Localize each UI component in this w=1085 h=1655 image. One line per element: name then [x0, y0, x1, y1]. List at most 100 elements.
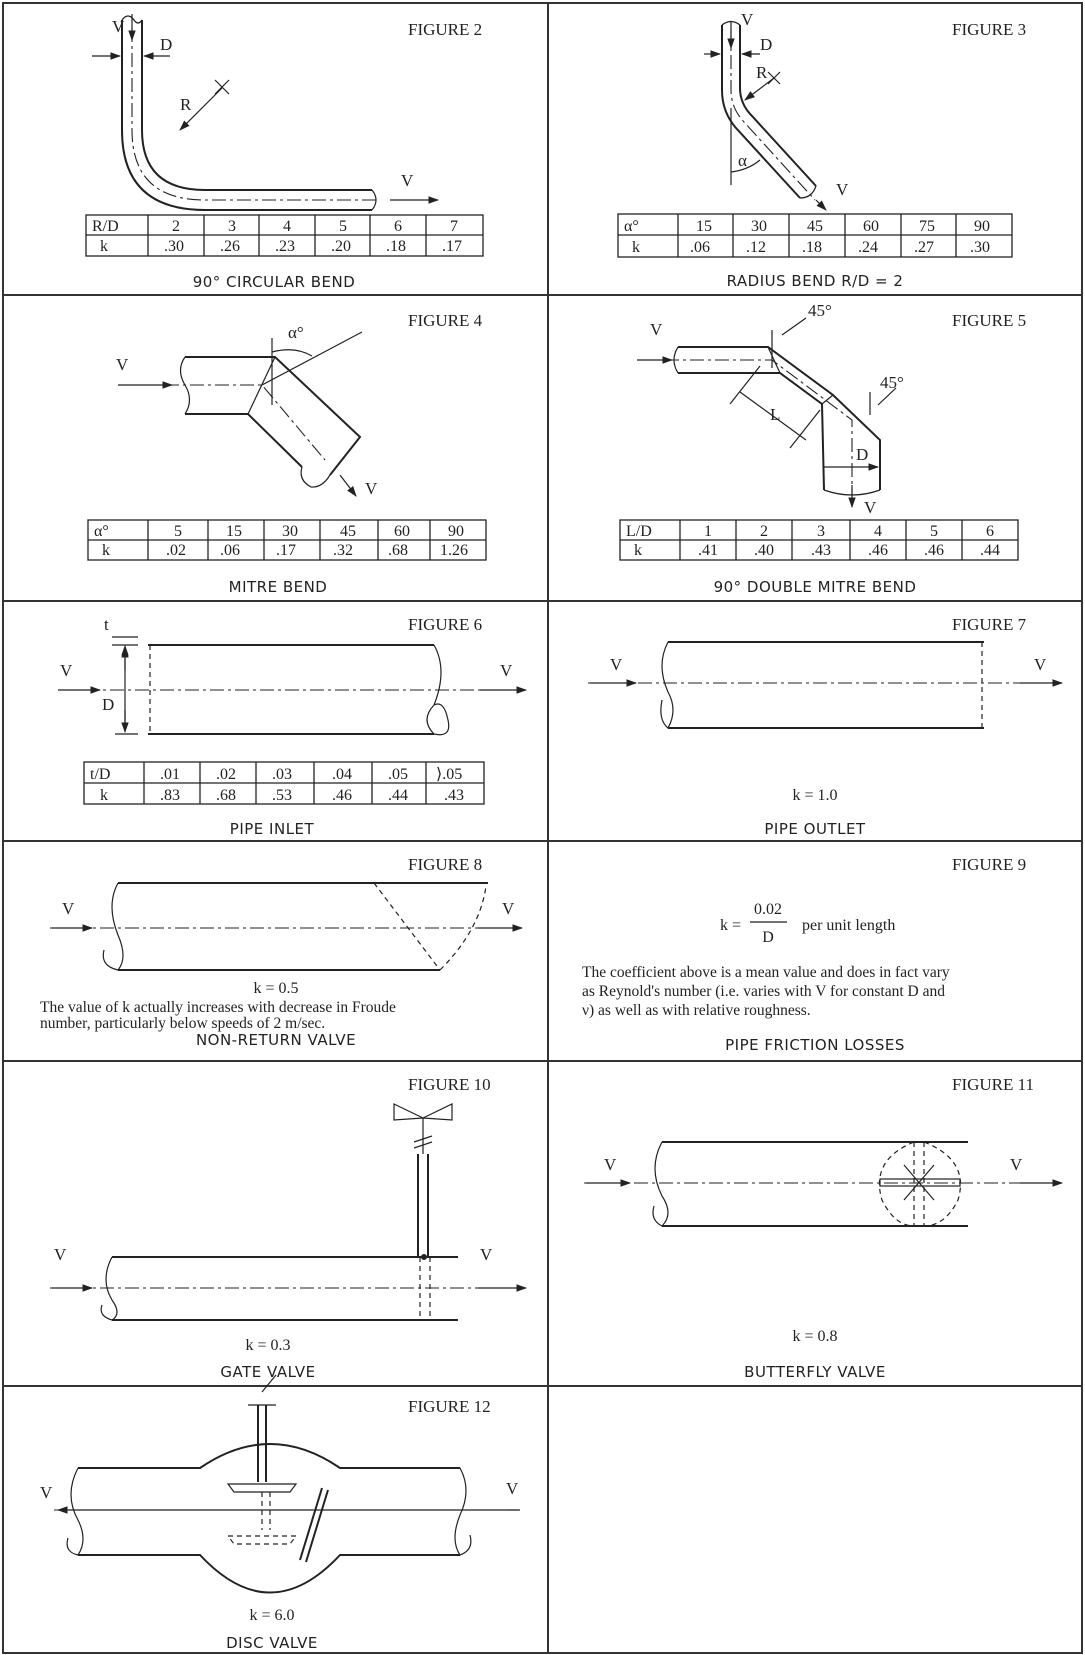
figure-8-caption: NON-RETURN VALVE [196, 1031, 356, 1049]
figure-8-note-line-2: number, particularly below speeds of 2 m… [40, 1015, 325, 1032]
figure-10-gate-valve: FIGURE 10 V V k = 0.3 GATE VALVE [50, 1075, 528, 1381]
figure-5-table-cell: .46 [924, 542, 944, 559]
figure-3-table-cell: .24 [858, 239, 878, 256]
figure-3-table-cell: .06 [690, 239, 710, 256]
figure-5-label-45-top: 45° [808, 301, 832, 320]
figure-10-label-v-in: V [54, 1245, 67, 1264]
figure-5-title: FIGURE 5 [952, 311, 1026, 330]
figure-2-label-r: R [180, 95, 192, 114]
figure-4-table: α° 5 15 30 45 60 90 k .02 .06 .17 .32 .6… [87, 519, 487, 561]
figure-5-label-d: D [856, 445, 868, 464]
figure-6-label-v-in: V [60, 661, 73, 680]
figure-10-label-v-out: V [480, 1245, 493, 1264]
figure-6-table-cell: t/D [90, 766, 110, 783]
figure-4-table-cell: 1.26 [440, 542, 468, 559]
figure-2-table-cell: .30 [164, 238, 184, 255]
figure-8-k-value: k = 0.5 [253, 980, 298, 997]
figure-12-caption: DISC VALVE [226, 1634, 318, 1652]
figure-9-formula-lhs: k = [720, 917, 741, 934]
figure-6-table-cell: k [100, 787, 108, 804]
figure-4-table-cell: .02 [166, 542, 186, 559]
figure-5-double-mitre-bend: FIGURE 5 V 45° 45° L D V [619, 301, 1026, 596]
figure-5-table-cell: 3 [817, 523, 825, 540]
figure-3-pipe [704, 20, 827, 211]
figure-8-label-v-out: V [502, 899, 515, 918]
figure-2-table-cell: .20 [331, 238, 351, 255]
figure-8-label-v-in: V [62, 899, 75, 918]
figure-4-table-cell: 90 [448, 523, 464, 540]
figure-3-table-cell: 30 [751, 218, 767, 235]
figure-8-pipe [50, 882, 524, 971]
figure-5-table: L/D 1 2 3 4 5 6 k .41 .40 .43 .46 .46 .4… [619, 519, 1019, 561]
figure-3-table-cell: 45 [807, 218, 823, 235]
figure-9-caption: PIPE FRICTION LOSSES [725, 1036, 905, 1054]
figure-5-table-cell: .41 [698, 542, 718, 559]
figure-6-table-cell: .43 [444, 787, 464, 804]
figure-4-table-cell: 15 [226, 523, 242, 540]
figure-4-mitre-bend: FIGURE 4 α° V V α° 5 1 [87, 311, 487, 596]
figure-5-table-cell: .46 [868, 542, 888, 559]
figure-12-title: FIGURE 12 [408, 1397, 491, 1416]
figure-3-table-cell: 90 [974, 218, 990, 235]
figure-3-radius-bend: FIGURE 3 V D R α V [617, 10, 1026, 290]
figure-3-caption: RADIUS BEND R/D = 2 [727, 272, 904, 290]
figure-6-table-cell: ⟩.05 [436, 766, 462, 783]
figure-7-pipe [588, 641, 1064, 729]
figure-2-caption: 90° CIRCULAR BEND [193, 273, 356, 291]
figure-6-caption: PIPE INLET [230, 820, 315, 838]
figure-10-title: FIGURE 10 [408, 1075, 491, 1094]
figure-5-table-cell: L/D [626, 523, 652, 540]
figure-6-table-cell: .05 [388, 766, 408, 783]
figure-4-table-cell: .32 [333, 542, 353, 559]
figure-5-table-cell: .40 [754, 542, 774, 559]
figure-4-table-cell: 5 [174, 523, 182, 540]
figure-3-label-d: D [760, 35, 772, 54]
figure-7-k-value: k = 1.0 [792, 787, 837, 804]
figure-9-text-line-3: ν) as well as with relative roughness. [582, 1002, 811, 1019]
figure-5-label-v-in: V [650, 320, 663, 339]
figure-11-pipe [584, 1141, 1064, 1227]
figure-7-caption: PIPE OUTLET [764, 820, 866, 838]
figure-3-table-cell: .12 [746, 239, 766, 256]
figure-6-table-cell: .03 [272, 766, 292, 783]
figure-2-table: R/D 2 3 4 5 6 7 k .30 .26 .23 .20 .18 .1… [85, 214, 484, 257]
figure-6-table-cell: .53 [272, 787, 292, 804]
figure-6-pipe [58, 636, 528, 736]
figure-5-label-v-out: V [864, 498, 877, 517]
figure-6-table-cell: .04 [332, 766, 352, 783]
figure-2-label-v-out: V [401, 171, 414, 190]
figure-4-caption: MITRE BEND [229, 578, 328, 596]
figure-5-table-cell: 5 [930, 523, 938, 540]
figure-5-table-cell: 1 [704, 523, 712, 540]
figure-6-table-cell: .83 [160, 787, 180, 804]
figure-7-pipe-outlet: FIGURE 7 V V k = 1.0 PIPE OUTLET [588, 615, 1064, 838]
figure-11-butterfly-valve: FIGURE 11 V V k = 0.8 BUTTERFLY VALVE [584, 1075, 1064, 1381]
figure-3-table-cell: .18 [802, 239, 822, 256]
figure-2-circular-bend: FIGURE 2 V D R V R/D [85, 14, 484, 291]
figure-2-label-v-in: V [112, 17, 125, 36]
figure-2-table-cell: .23 [275, 238, 295, 255]
figure-4-label-alpha: α° [288, 323, 304, 342]
figure-6-pipe-inlet: FIGURE 6 t V D V [58, 615, 528, 838]
figure-6-table-cell: .02 [216, 766, 236, 783]
figure-3-table-cell: k [632, 239, 640, 256]
figure-6-label-t: t [104, 615, 109, 634]
figure-5-table-cell: 6 [986, 523, 994, 540]
figure-7-label-v-in: V [610, 655, 623, 674]
figure-4-title: FIGURE 4 [408, 311, 483, 330]
figure-2-table-cell: 3 [228, 218, 236, 235]
figure-9-formula-denominator: D [762, 929, 774, 946]
figure-3-table-cell: α° [624, 218, 639, 235]
figure-6-label-d: D [102, 695, 114, 714]
figure-11-caption: BUTTERFLY VALVE [744, 1363, 886, 1381]
figure-5-pipe [637, 317, 897, 509]
figure-6-title: FIGURE 6 [408, 615, 482, 634]
figure-2-pipe [92, 14, 440, 211]
figure-2-table-cell: .17 [442, 238, 462, 255]
figure-7-label-v-out: V [1034, 655, 1047, 674]
figure-4-pipe [118, 331, 363, 497]
figure-6-table-cell: .01 [160, 766, 180, 783]
figure-2-label-d: D [160, 35, 172, 54]
figure-6-table-cell: .44 [388, 787, 408, 804]
